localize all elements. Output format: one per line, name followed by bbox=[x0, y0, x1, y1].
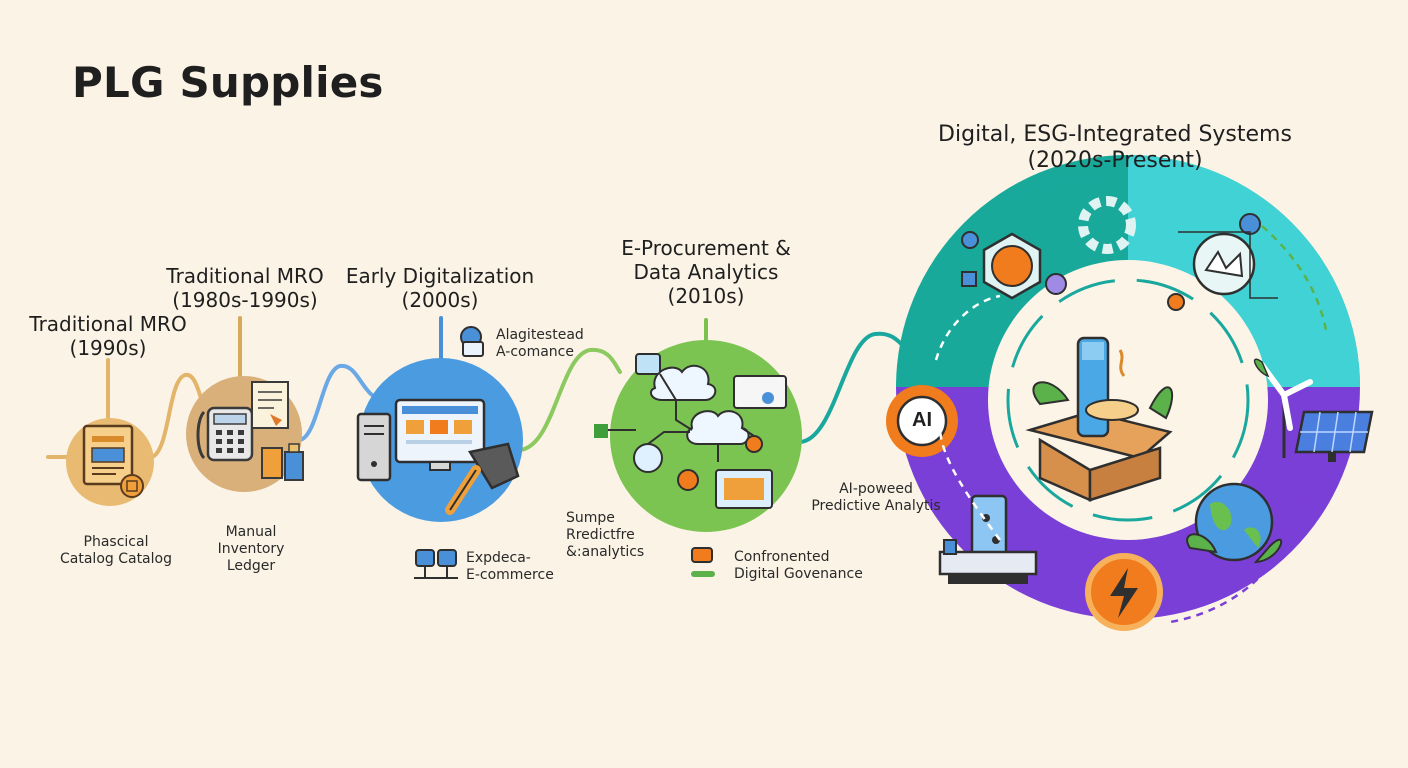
gauge-icon bbox=[633, 443, 663, 473]
solar-panel-icon bbox=[1294, 410, 1374, 462]
gear-icon bbox=[1078, 196, 1136, 254]
outer-cycle-arrows bbox=[934, 176, 1328, 624]
factory-icon bbox=[938, 494, 1038, 584]
box-icon bbox=[1025, 336, 1174, 502]
plug-connector-icon bbox=[414, 549, 458, 579]
dashboard-icon bbox=[733, 375, 787, 409]
leaf-icon bbox=[594, 424, 608, 438]
stage1-circle bbox=[66, 418, 154, 506]
stage-label-traditional-mro-1980s: Traditional MRO (1980s-1990s) bbox=[166, 264, 324, 312]
caption-sumpe-analytics: Sumpe Rredictfre &:analytics bbox=[566, 510, 645, 560]
bottles-icon bbox=[261, 443, 304, 481]
cloud-icon-1 bbox=[649, 364, 717, 401]
node-icon bbox=[677, 469, 699, 491]
caption-digital-governance: Confronented Digital Govenance bbox=[734, 549, 863, 582]
hexagon-network-icon bbox=[961, 231, 1067, 300]
timeline-connectors bbox=[46, 316, 907, 459]
shield-icon bbox=[691, 547, 715, 577]
inner-cycle-arrows bbox=[1006, 278, 1250, 522]
energy-bolt-icon bbox=[1085, 553, 1163, 631]
connector-stage2-stage3 bbox=[298, 363, 374, 442]
ai-badge-icon bbox=[886, 385, 958, 457]
stage-label-e-procurement: E-Procurement & Data Analytics (2010s) bbox=[621, 236, 791, 308]
wind-turbine-icon bbox=[1253, 358, 1313, 458]
network-lines bbox=[596, 373, 755, 462]
stage-label-traditional-mro-1990s: Traditional MRO (1990s) bbox=[29, 312, 187, 360]
caption-alagitestead: Alagitestead A-comance bbox=[496, 327, 584, 360]
catalog-icon bbox=[82, 424, 144, 498]
ai-badge-label: AI bbox=[912, 409, 932, 431]
connector-stage4-stage5 bbox=[798, 331, 907, 444]
stage5-ring bbox=[886, 155, 1374, 631]
node-icon bbox=[745, 435, 763, 453]
data-screen-icon bbox=[635, 353, 661, 375]
page-title: PLG Supplies bbox=[72, 58, 384, 107]
lab-equipment-icon bbox=[1167, 213, 1278, 311]
globe-icon bbox=[1186, 482, 1283, 564]
cloud-icon-2 bbox=[686, 410, 750, 445]
connector-stage3-stage4 bbox=[518, 347, 622, 452]
caption-physical-catalog: Phascical Catalog Catalog bbox=[60, 534, 172, 567]
stage-label-early-digitalization: Early Digitalization (2000s) bbox=[345, 264, 535, 312]
ledger-icon bbox=[251, 381, 289, 429]
caption-manual-inventory-ledger: Manual Inventory Ledger bbox=[217, 524, 285, 574]
stage-label-digital-esg: Digital, ESG-Integrated Systems (2020s-P… bbox=[938, 122, 1292, 173]
stage3-circle bbox=[356, 358, 523, 522]
monitor-icon bbox=[394, 398, 486, 471]
caption-ai-powered-analytics: AI-poweed Predictive Analytis bbox=[811, 481, 941, 514]
stage2-circle bbox=[186, 376, 304, 492]
telephone-icon bbox=[196, 406, 254, 462]
lock-icon bbox=[460, 326, 484, 357]
computer-tower-icon bbox=[356, 412, 392, 482]
stage4-circle bbox=[594, 340, 802, 532]
caption-expdeca-e-commerce: Expdeca- E-commerce bbox=[466, 550, 554, 583]
barcode-scanner-icon bbox=[445, 442, 520, 515]
